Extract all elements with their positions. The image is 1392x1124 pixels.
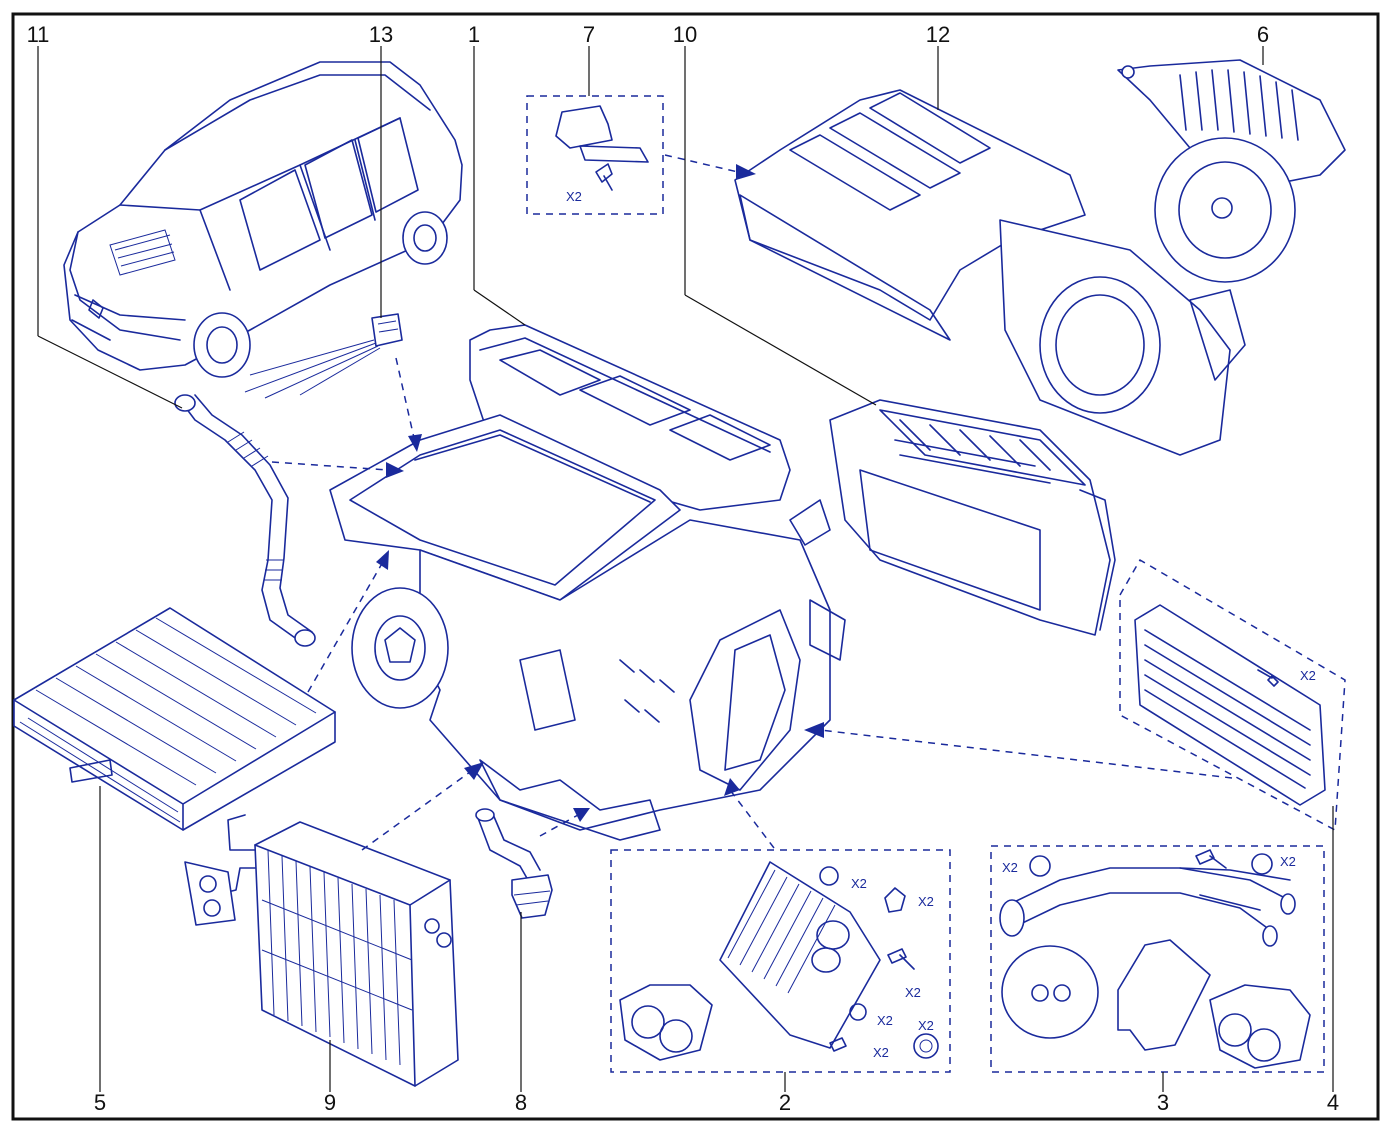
assembly-arrows <box>271 154 1233 851</box>
part-6-blower-motor <box>1117 59 1346 283</box>
callout-1: 1 <box>468 22 480 47</box>
part-3-pipe-kit: X2 X2 <box>990 845 1325 1073</box>
part-9-evaporator-core <box>184 814 459 1087</box>
part-3-qty-label-b: X2 <box>1280 854 1296 869</box>
vehicle-illustration <box>63 61 463 378</box>
part-2-qty-label-d: X2 <box>877 1013 893 1028</box>
part-11-drain-hose <box>174 394 316 647</box>
callout-5: 5 <box>94 1090 106 1115</box>
callout-3: 3 <box>1157 1090 1169 1115</box>
part-2-qty-label-f: X2 <box>873 1045 889 1060</box>
callout-10: 10 <box>673 22 697 47</box>
callout-2: 2 <box>779 1090 791 1115</box>
callout-4: 4 <box>1327 1090 1339 1115</box>
part-5-cabin-filter <box>13 607 336 831</box>
part-7-blower-resistor: X2 <box>526 95 664 215</box>
part-12-air-distribution-duct <box>734 89 1246 456</box>
part-13-wiring-harness <box>244 313 403 399</box>
part-1-heater-housing <box>329 324 846 841</box>
callout-8: 8 <box>515 1090 527 1115</box>
leader-lines <box>37 46 1334 1092</box>
callout-12: 12 <box>926 22 950 47</box>
callout-7: 7 <box>583 22 595 47</box>
callout-6: 6 <box>1257 22 1269 47</box>
callout-13: 13 <box>369 22 393 47</box>
part-3-qty-label-a: X2 <box>1002 860 1018 875</box>
part-2-qty-label-a: X2 <box>851 876 867 891</box>
part-10-evaporator-cassette <box>829 399 1116 636</box>
part-2-qty-label-b: X2 <box>918 894 934 909</box>
callout-numbers: 11 13 1 7 10 12 6 5 9 8 2 3 4 <box>27 22 1340 1115</box>
callout-9: 9 <box>324 1090 336 1115</box>
callout-11: 11 <box>27 22 50 47</box>
diagram-frame <box>11 12 1380 1121</box>
part-2-heater-matrix-kit: X2 X2 X2 X2 X2 X2 <box>610 849 951 1073</box>
part-2-qty-label-c: X2 <box>905 985 921 1000</box>
part-4-electric-heater: X2 <box>1119 558 1346 832</box>
part-7-qty-label: X2 <box>566 189 582 204</box>
part-4-qty-label: X2 <box>1300 668 1316 683</box>
part-8-drain-elbow <box>475 808 553 919</box>
part-2-qty-label-e: X2 <box>918 1018 934 1033</box>
